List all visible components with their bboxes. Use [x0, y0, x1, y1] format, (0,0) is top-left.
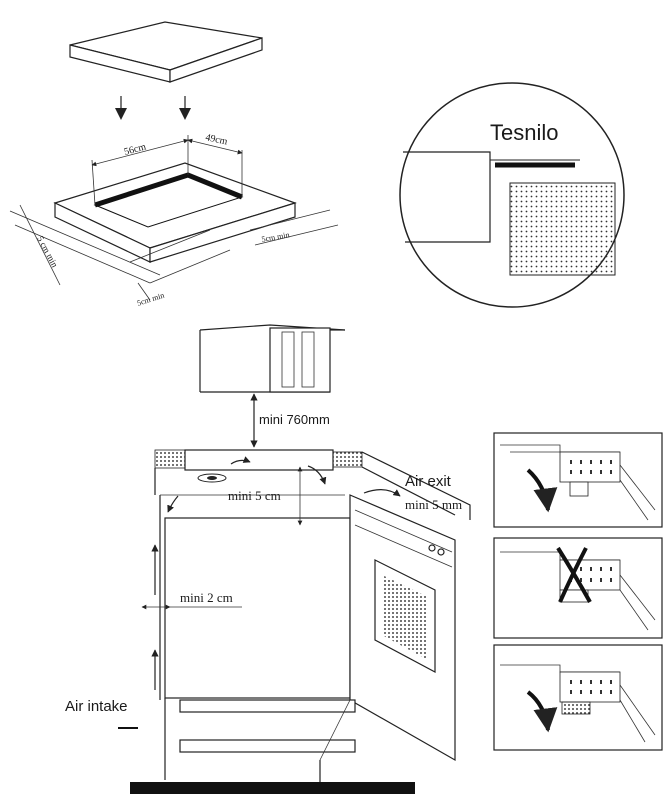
worktop-cutout [9, 135, 339, 301]
hob-unit [69, 21, 263, 83]
airflow-arrow-icon [167, 495, 179, 513]
margin-right-label: 5cm min [261, 230, 290, 244]
kitchen-unit-side [130, 449, 471, 794]
airflow-arrow-icon [307, 465, 327, 485]
depth-cutout-label: 49cm [204, 132, 228, 147]
upper-cabinet [199, 324, 346, 393]
air-intake-label: Air intake [65, 698, 128, 715]
mini-5mm-label: mini 5 mm [405, 497, 462, 512]
margin-front-label: 5cm min [136, 291, 166, 308]
worktop-section [509, 182, 616, 276]
airflow-arrow-icon [230, 456, 251, 465]
vent-detail-panel-incorrect [493, 537, 663, 639]
air-exit-label: Air exit [405, 473, 452, 490]
seal-detail-circle [399, 82, 625, 308]
vent-detail-panel-correct-2 [493, 644, 663, 751]
margin-left-label: 5 cm min [35, 234, 60, 269]
airflow-arrow-icon [526, 468, 558, 513]
width-cutout-label: 56cm [123, 141, 148, 157]
down-arrow-icon [115, 96, 127, 120]
mini-760-label: mini 760mm [259, 412, 330, 427]
airflow-arrow-icon [526, 690, 558, 733]
down-arrow-icon [179, 96, 191, 120]
vent-detail-panel-correct-1 [493, 432, 663, 528]
seal-label: Tesnilo [490, 120, 558, 145]
airflow-arrow-icon [363, 489, 401, 497]
mini-5cm-label: mini 5 cm [228, 488, 281, 503]
cross-mark-icon [556, 546, 592, 603]
mini-2cm-label: mini 2 cm [180, 590, 233, 605]
